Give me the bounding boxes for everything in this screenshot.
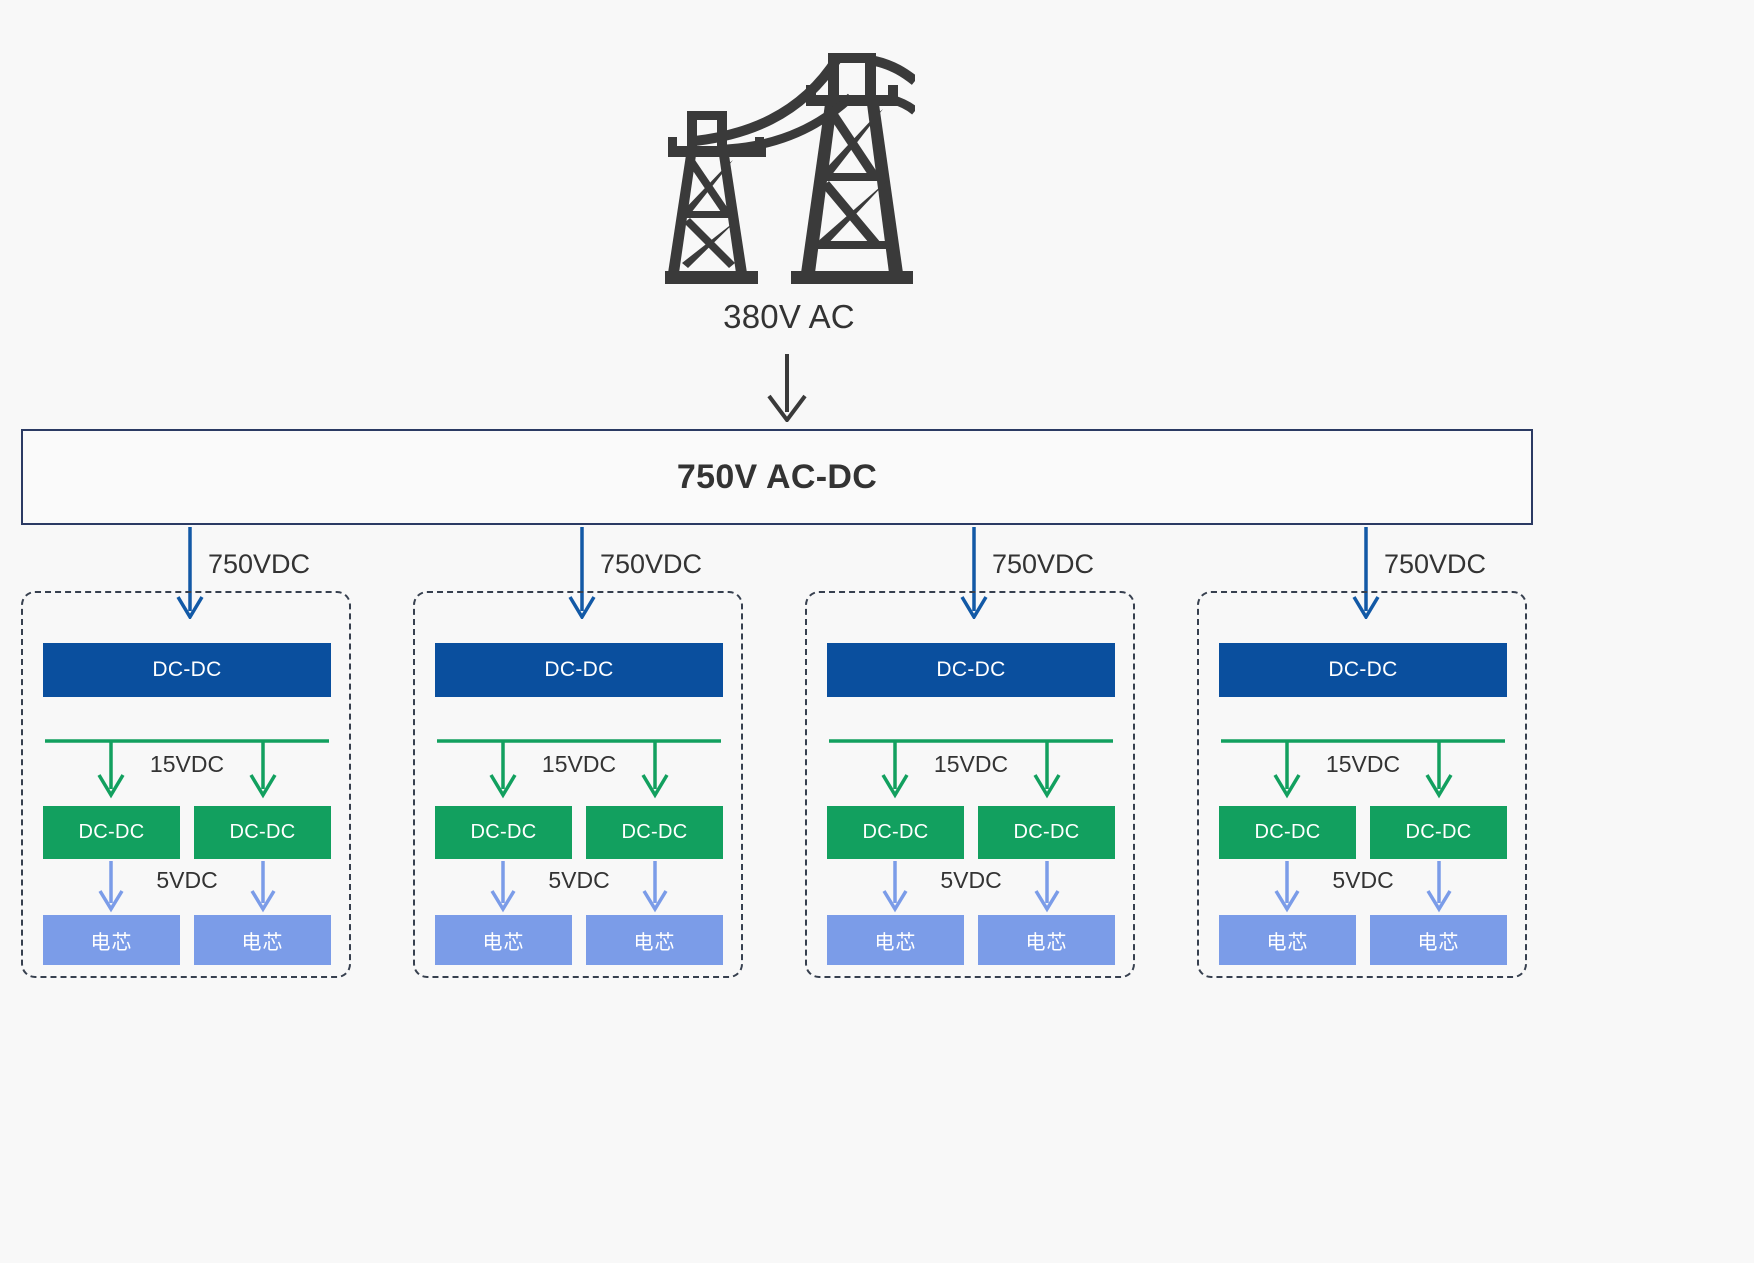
secondary-dcdc-label: DC-DC [621, 821, 688, 843]
five-volt-drop: 5VDC [827, 859, 1115, 917]
secondary-dcdc-row: DC-DC DC-DC [43, 806, 331, 859]
bus-arrows-icon [45, 739, 329, 799]
drop-voltage-label: 5VDC [548, 867, 610, 893]
secondary-dcdc-block[interactable]: DC-DC [43, 806, 180, 859]
primary-dcdc-label: DC-DC [544, 658, 614, 681]
bus-voltage-label: 15VDC [149, 751, 225, 777]
bus-arrows-icon [437, 739, 721, 799]
module-group-1: DC-DC 15VDC DC-DC DC-DC [21, 591, 351, 978]
drop-arrows-icon [1274, 861, 1452, 913]
bus-voltage-label: 15VDC [933, 751, 1009, 777]
battery-cell-label: 电芯 [1417, 931, 1460, 954]
five-volt-drop: 5VDC [1219, 859, 1507, 917]
battery-cell-block[interactable]: 电芯 [1219, 915, 1356, 965]
primary-dcdc-label: DC-DC [936, 658, 1006, 681]
feeder-arrow-icon [568, 527, 596, 619]
battery-cell-label: 电芯 [90, 931, 133, 954]
feeder-voltage-label: 750VDC [600, 549, 703, 579]
bus-voltage-label: 15VDC [541, 751, 617, 777]
drop-arrows-icon [98, 861, 276, 913]
secondary-dcdc-label: DC-DC [1013, 821, 1080, 843]
secondary-dcdc-label: DC-DC [78, 821, 145, 843]
source-arrow-icon [767, 354, 807, 422]
battery-cell-row: 电芯 电芯 [43, 915, 331, 965]
secondary-dcdc-label: DC-DC [1254, 821, 1321, 843]
secondary-dcdc-label: DC-DC [862, 821, 929, 843]
feeder-voltage-label: 750VDC [992, 549, 1095, 579]
fifteen-volt-bus: 15VDC [435, 737, 723, 805]
feeder-arrow-icon [1352, 527, 1380, 619]
battery-cell-label: 电芯 [1025, 931, 1068, 954]
secondary-dcdc-block[interactable]: DC-DC [435, 806, 572, 859]
battery-cell-label: 电芯 [633, 931, 676, 954]
acdc-converter-bar: 750V AC-DC [21, 429, 1533, 525]
bus-voltage-label: 15VDC [1325, 751, 1401, 777]
transmission-tower-icon [665, 53, 915, 284]
primary-dcdc-block[interactable]: DC-DC [1219, 643, 1507, 697]
battery-cell-block[interactable]: 电芯 [827, 915, 964, 965]
bus-arrows-icon [1221, 739, 1505, 799]
acdc-converter-label: 750V AC-DC [676, 457, 878, 496]
battery-cell-block[interactable]: 电芯 [1370, 915, 1507, 965]
battery-cell-block[interactable]: 电芯 [43, 915, 180, 965]
fifteen-volt-bus: 15VDC [827, 737, 1115, 805]
feeder-arrow-icon [176, 527, 204, 619]
battery-cell-row: 电芯 电芯 [435, 915, 723, 965]
battery-cell-block[interactable]: 电芯 [435, 915, 572, 965]
five-volt-drop: 5VDC [435, 859, 723, 917]
secondary-dcdc-block[interactable]: DC-DC [827, 806, 964, 859]
module-group-2: DC-DC 15VDC DC-DC DC-DC [413, 591, 743, 978]
secondary-dcdc-row: DC-DC DC-DC [827, 806, 1115, 859]
secondary-dcdc-block[interactable]: DC-DC [194, 806, 331, 859]
fifteen-volt-bus: 15VDC [1219, 737, 1507, 805]
secondary-dcdc-block[interactable]: DC-DC [1370, 806, 1507, 859]
battery-cell-label: 电芯 [241, 931, 284, 954]
feeder-arrow-icon [960, 527, 988, 619]
drop-arrows-icon [490, 861, 668, 913]
secondary-dcdc-label: DC-DC [470, 821, 537, 843]
secondary-dcdc-block[interactable]: DC-DC [1219, 806, 1356, 859]
battery-cell-row: 电芯 电芯 [1219, 915, 1507, 965]
secondary-dcdc-block[interactable]: DC-DC [978, 806, 1115, 859]
primary-dcdc-block[interactable]: DC-DC [827, 643, 1115, 697]
drop-voltage-label: 5VDC [940, 867, 1002, 893]
battery-cell-label: 电芯 [482, 931, 525, 954]
secondary-dcdc-row: DC-DC DC-DC [435, 806, 723, 859]
battery-cell-label: 电芯 [1266, 931, 1309, 954]
source-voltage-text: 380V AC [723, 298, 855, 335]
secondary-dcdc-label: DC-DC [1405, 821, 1472, 843]
battery-cell-label: 电芯 [874, 931, 917, 954]
feeder-voltage-label: 750VDC [1384, 549, 1487, 579]
drop-voltage-label: 5VDC [156, 867, 218, 893]
battery-cell-block[interactable]: 电芯 [194, 915, 331, 965]
feeder-voltage-label: 750VDC [208, 549, 311, 579]
module-group-4: DC-DC 15VDC DC-DC DC-DC [1197, 591, 1527, 978]
primary-dcdc-label: DC-DC [152, 658, 222, 681]
primary-dcdc-label: DC-DC [1328, 658, 1398, 681]
secondary-dcdc-label: DC-DC [229, 821, 296, 843]
primary-dcdc-block[interactable]: DC-DC [435, 643, 723, 697]
drop-arrows-icon [882, 861, 1060, 913]
battery-cell-block[interactable]: 电芯 [586, 915, 723, 965]
module-group-3: DC-DC 15VDC DC-DC DC-DC [805, 591, 1135, 978]
source-voltage-label: 380V AC [0, 298, 1754, 336]
primary-dcdc-block[interactable]: DC-DC [43, 643, 331, 697]
battery-cell-block[interactable]: 电芯 [978, 915, 1115, 965]
secondary-dcdc-block[interactable]: DC-DC [586, 806, 723, 859]
secondary-dcdc-row: DC-DC DC-DC [1219, 806, 1507, 859]
battery-cell-row: 电芯 电芯 [827, 915, 1115, 965]
fifteen-volt-bus: 15VDC [43, 737, 331, 805]
bus-arrows-icon [829, 739, 1113, 799]
five-volt-drop: 5VDC [43, 859, 331, 917]
drop-voltage-label: 5VDC [1332, 867, 1394, 893]
